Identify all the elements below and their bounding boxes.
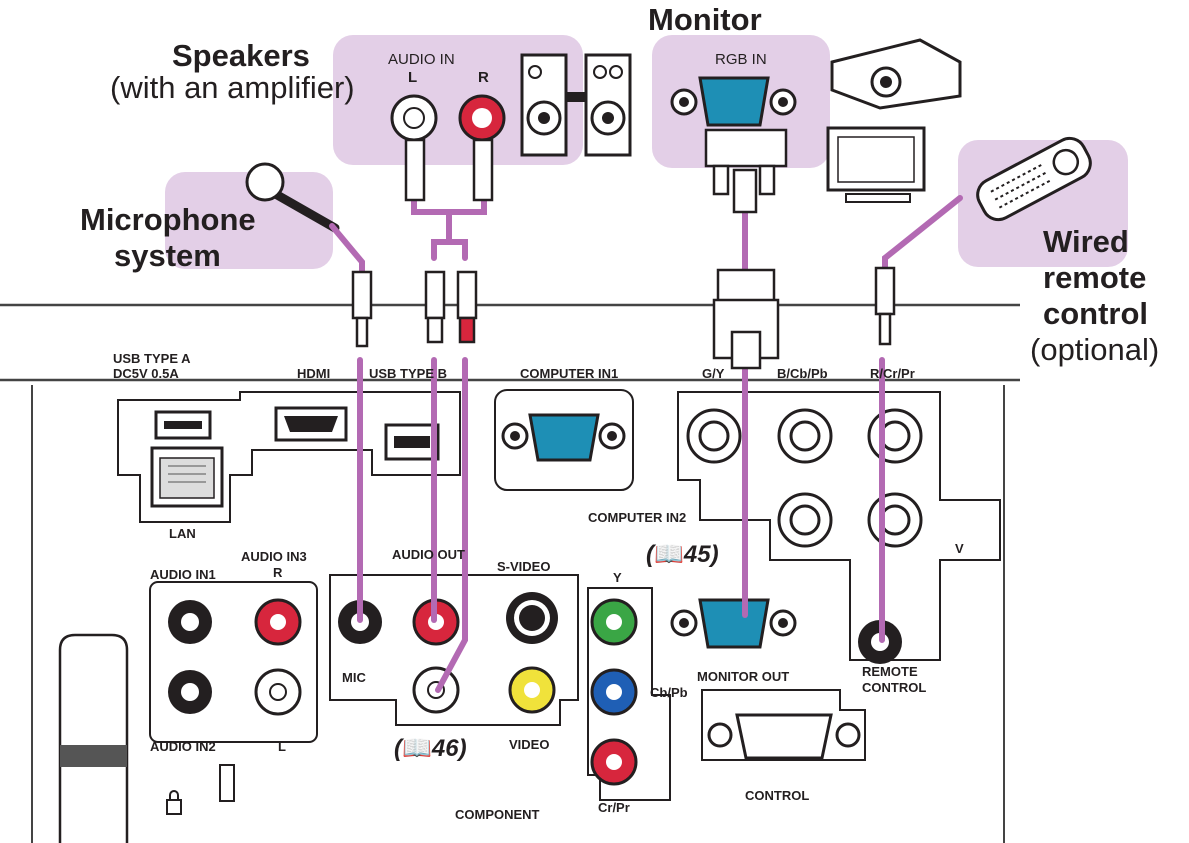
- mic-label: MIC: [342, 670, 366, 685]
- book-icon: 📖: [654, 541, 684, 568]
- audio-in-label: AUDIO IN: [388, 51, 455, 68]
- computer-in1-label: COMPUTER IN1: [520, 366, 619, 381]
- cabinet-side-lines: [31, 385, 1005, 843]
- y-label: Y: [613, 570, 622, 585]
- microphone-device: [245, 162, 340, 233]
- audio-in3-r-label: R: [273, 565, 283, 580]
- audio-in1-label: AUDIO IN1: [150, 567, 216, 582]
- bcbpb-label: B/Cb/Pb: [777, 366, 828, 381]
- remote-label: remote: [1043, 260, 1147, 295]
- monitor-label: Monitor: [648, 2, 762, 37]
- microphone-label: Microphone: [80, 202, 256, 237]
- ref-46-number: 46: [431, 735, 459, 762]
- book-icon-2: 📖: [402, 735, 432, 762]
- s-video-label: S-VIDEO: [497, 559, 551, 574]
- audio-in2-label: AUDIO IN2: [150, 739, 216, 754]
- control-label: control: [1043, 296, 1149, 331]
- wired-label: Wired: [1043, 224, 1129, 259]
- port-group-outlines: [117, 389, 1001, 801]
- audio-in3-l-label: L: [278, 739, 286, 754]
- speaker-device: [390, 53, 632, 157]
- usb-type-a-label: USB TYPE A: [113, 351, 191, 366]
- tv-device: [826, 126, 926, 203]
- microphone-pad: [165, 172, 333, 269]
- lan-label: LAN: [169, 526, 196, 541]
- ref-46: (📖46): [394, 735, 467, 762]
- stand-leg: [58, 633, 129, 843]
- video-label: VIDEO: [509, 737, 550, 752]
- speakers-label: Speakers: [172, 38, 310, 73]
- monitor-out-label: MONITOR OUT: [697, 669, 790, 684]
- gy-label: G/Y: [702, 366, 725, 381]
- remote-control-label-2: CONTROL: [862, 680, 927, 695]
- usb-lan-hdmi-ports: [150, 406, 440, 508]
- stand-band: [60, 745, 127, 767]
- microphone-sublabel: system: [114, 238, 221, 273]
- cable-plugs: [351, 128, 896, 370]
- projector-device: [830, 38, 962, 110]
- dc5v-label: DC5V 0.5A: [113, 366, 179, 381]
- ref-45-number: 45: [683, 541, 711, 568]
- ref-45: (📖45): [646, 541, 719, 568]
- optional-label: (optional): [1030, 332, 1160, 367]
- component-label: COMPONENT: [455, 807, 540, 822]
- v-label: V: [955, 541, 964, 556]
- remote-control-label: REMOTE: [862, 664, 918, 679]
- rcrpr-label: R/Cr/Pr: [870, 366, 915, 381]
- speakers-sublabel: (with an amplifier): [110, 70, 355, 105]
- audio-in3-label: AUDIO IN3: [241, 549, 307, 564]
- usb-type-b-label: USB TYPE B: [369, 366, 448, 381]
- control-port-label: CONTROL: [745, 788, 810, 803]
- cables: [329, 195, 963, 693]
- security-slot: [166, 764, 235, 815]
- computer-in2-label: COMPUTER IN2: [588, 510, 687, 525]
- remote-device: [976, 136, 1092, 222]
- hdmi-label: HDMI: [297, 366, 331, 381]
- audio-in-r-label: R: [478, 69, 489, 86]
- audio-in-l-label: L: [408, 69, 418, 86]
- crpr-label: Cr/Pr: [598, 800, 630, 815]
- dsub-ports: [501, 76, 861, 760]
- bnc-ports: [686, 408, 923, 548]
- cbpb-label: Cb/Pb: [650, 685, 688, 700]
- rgb-in-label: RGB IN: [715, 51, 767, 68]
- audio-out-label: AUDIO OUT: [392, 547, 465, 562]
